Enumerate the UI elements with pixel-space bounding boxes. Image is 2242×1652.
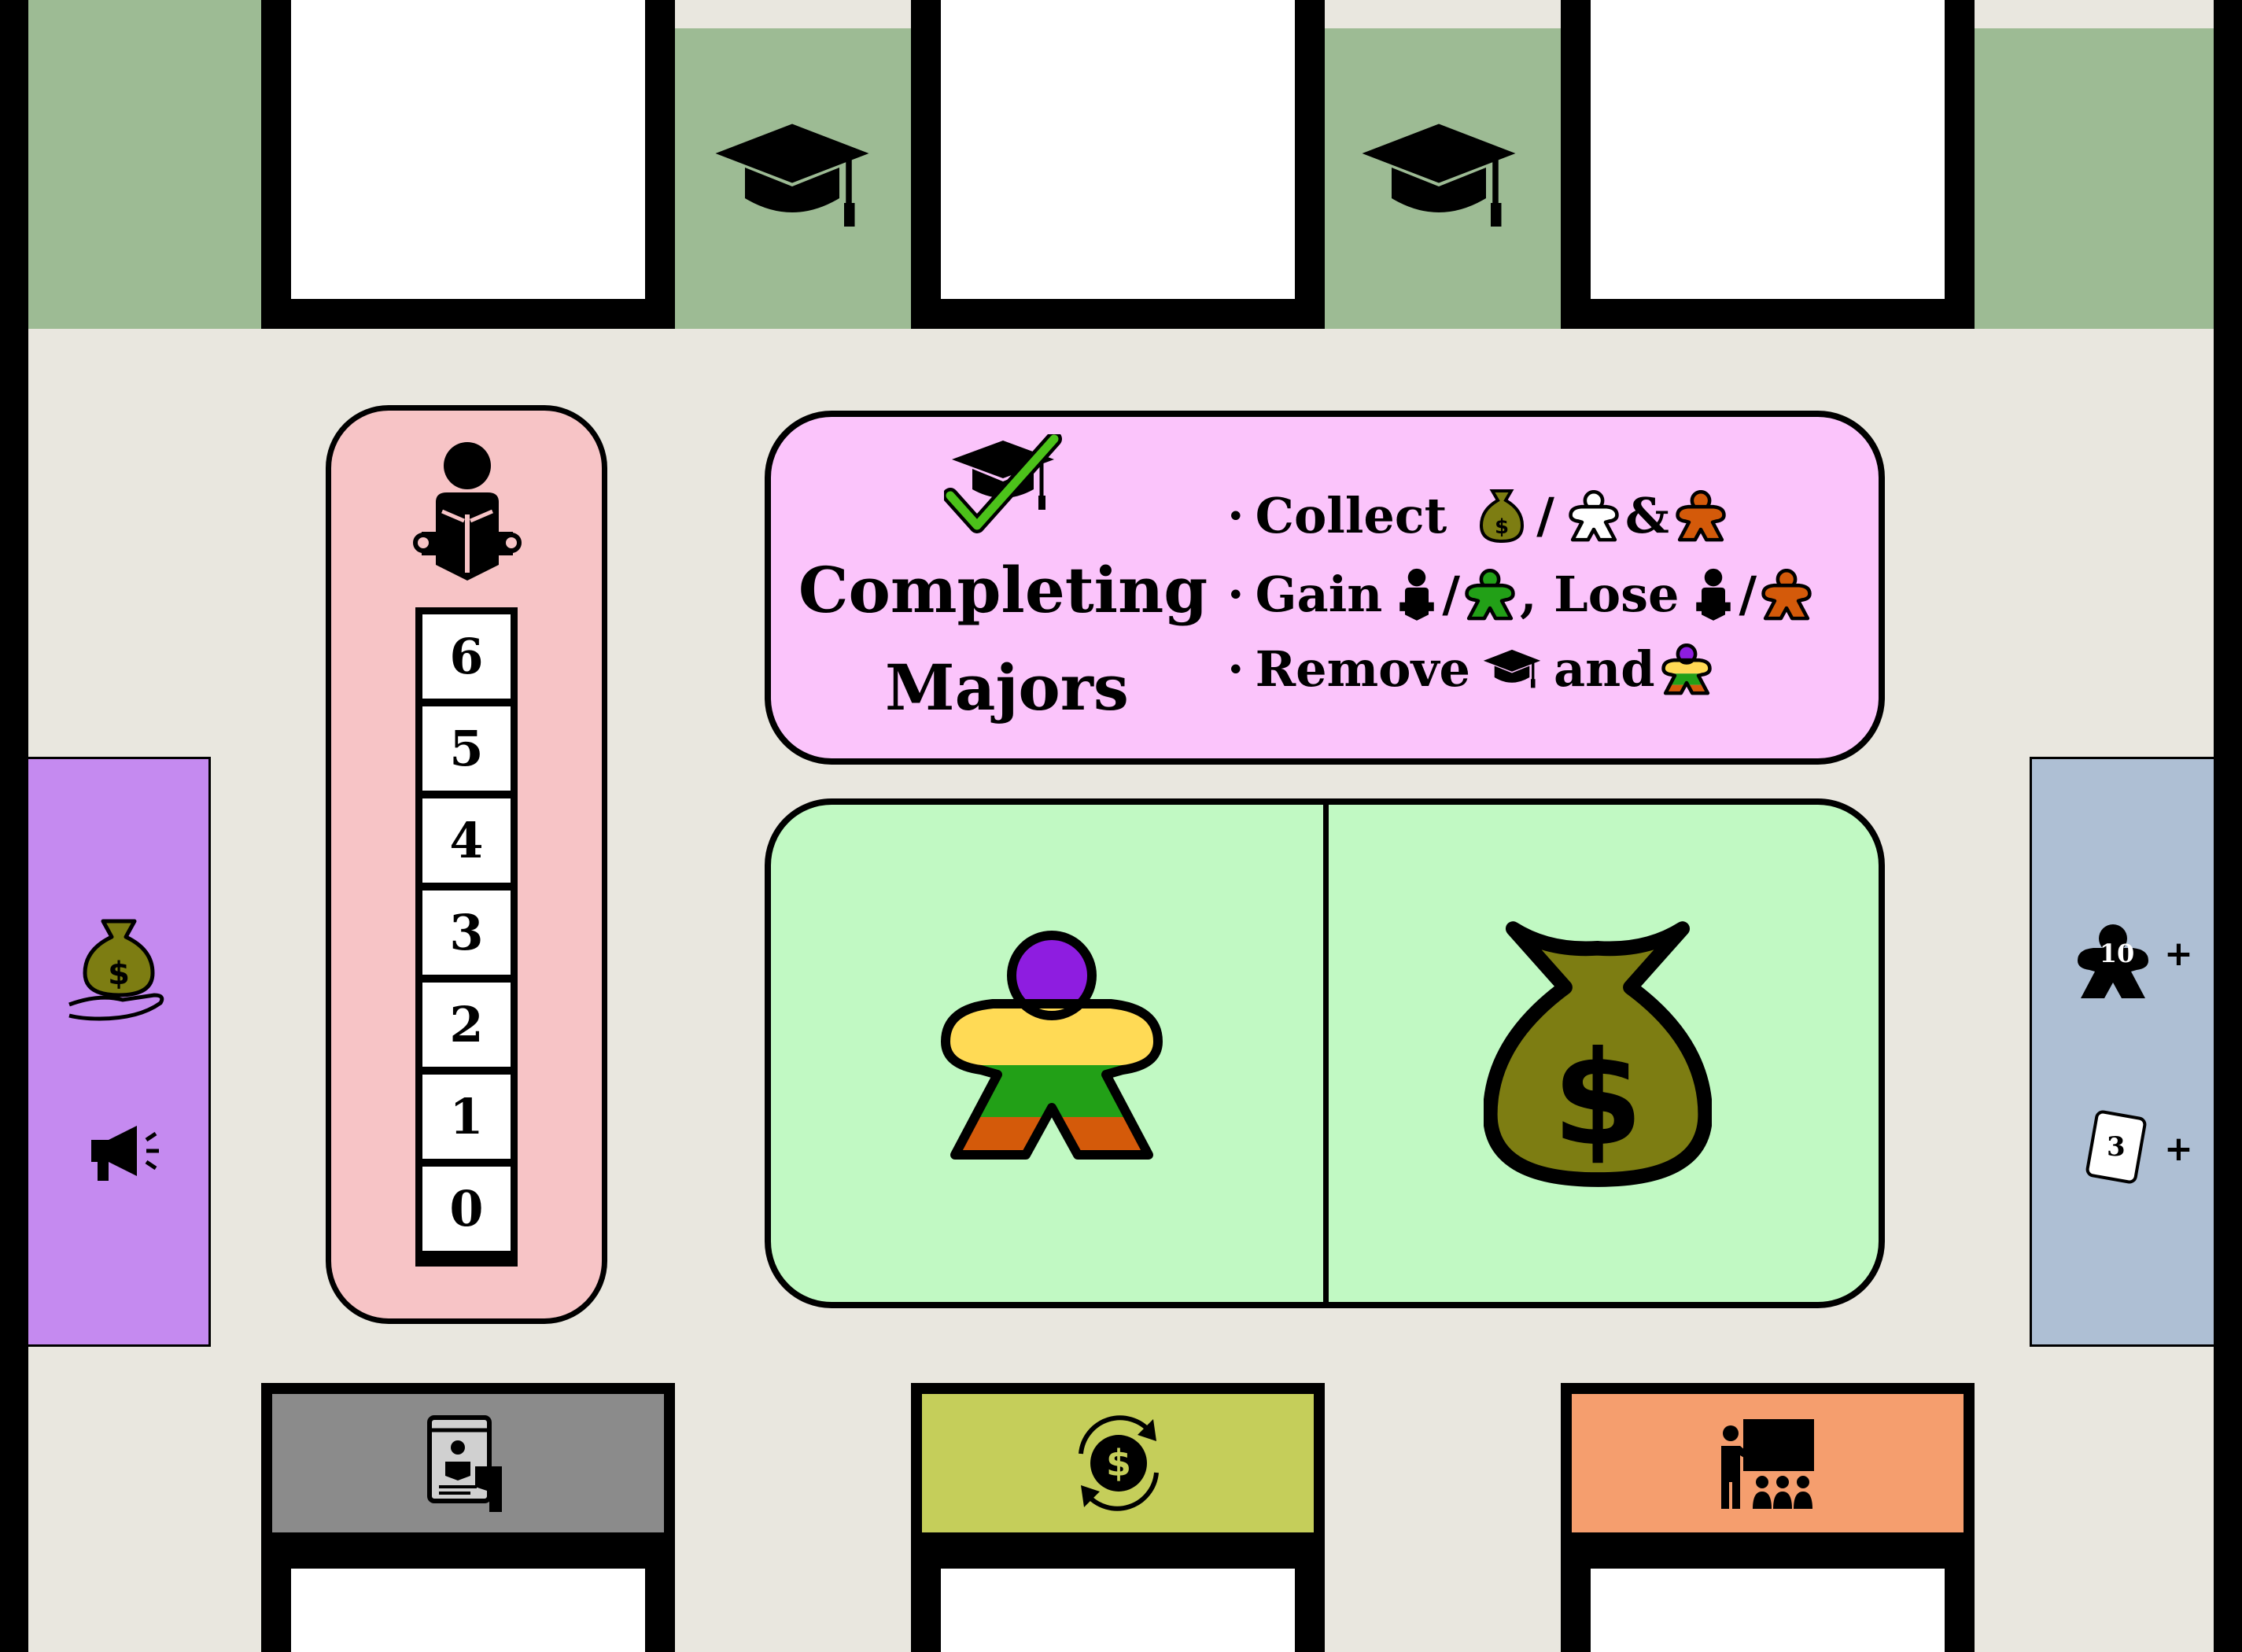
- rule-lose-label: , Lose: [1520, 566, 1680, 623]
- white-meeple-icon: [1569, 490, 1619, 542]
- top-space-major-1: [675, 28, 911, 329]
- card-title-line2: Majors: [885, 651, 1129, 725]
- bottom-slot-2[interactable]: [941, 1569, 1295, 1652]
- money-bag-icon: $: [1484, 921, 1712, 1187]
- track-cell-6[interactable]: 6: [422, 614, 511, 699]
- rule-and-label: and: [1554, 640, 1655, 698]
- money-in-hand-icon: $: [68, 919, 164, 1021]
- graduation-cap-icon: [715, 124, 869, 227]
- graduation-cap-icon: [1483, 649, 1541, 688]
- progress-track: 6 5 4 3 2 1 0: [415, 607, 518, 1267]
- orange-meeple-icon: [1761, 569, 1812, 621]
- rule-gain-lose: · Gain / , Lose /: [1227, 565, 1815, 625]
- rainbow-meeple-icon: [1661, 643, 1712, 695]
- bottom-slot-1[interactable]: [291, 1569, 645, 1652]
- student-reading-icon: [1696, 568, 1731, 621]
- megaphone-icon: [91, 1126, 159, 1181]
- meeple-counter-icon: [2078, 924, 2148, 998]
- graduation-cap-icon: [1362, 124, 1516, 227]
- bottom-action-exchange[interactable]: $: [922, 1394, 1314, 1532]
- meeple-count: 10: [2099, 938, 2135, 968]
- top-space-1: [28, 0, 261, 329]
- track-cell-4[interactable]: 4: [422, 798, 511, 883]
- track-cell-2[interactable]: 2: [422, 983, 511, 1067]
- teacher-classroom-icon: [1721, 1419, 1814, 1509]
- rule-collect-label: Collect: [1255, 487, 1447, 544]
- reading-profile-icon: [427, 1415, 502, 1512]
- rule-bullet: ·: [1227, 487, 1245, 544]
- track-cell-3[interactable]: 3: [422, 891, 511, 975]
- bottom-slot-3[interactable]: [1591, 1569, 1945, 1652]
- card-icon: 3: [2085, 1108, 2148, 1186]
- bottom-action-study[interactable]: [272, 1394, 664, 1532]
- top-space-major-2: [1325, 28, 1561, 329]
- track-cell-1[interactable]: 1: [422, 1075, 511, 1159]
- top-space-end: [1975, 28, 2214, 329]
- money-exchange-icon: $: [1079, 1415, 1159, 1511]
- rule-and: &: [1624, 487, 1669, 544]
- rule-collect: · Collect $ / &: [1227, 488, 1729, 544]
- rule-sep: /: [1536, 487, 1554, 544]
- meeple-plus: +: [2164, 934, 2193, 974]
- completing-majors-card: [765, 411, 1885, 765]
- rule-sep: /: [1739, 566, 1757, 623]
- card-title-line1: Completing: [798, 553, 1208, 627]
- green-meeple-icon: [1465, 569, 1515, 621]
- bottom-action-teach[interactable]: [1572, 1394, 1964, 1532]
- left-side-panel: $: [28, 757, 211, 1347]
- graduation-check-icon: [944, 434, 1062, 533]
- rule-sep: /: [1442, 566, 1461, 623]
- card-plus: +: [2164, 1129, 2193, 1169]
- rule-remove: · Remove and: [1227, 643, 1715, 695]
- student-reading-icon: [413, 442, 522, 581]
- money-bag-icon: $: [1480, 489, 1525, 544]
- track-cell-0[interactable]: 0: [422, 1167, 511, 1251]
- track-cell-5[interactable]: 5: [422, 706, 511, 791]
- svg-text:$: $: [1106, 1442, 1131, 1484]
- rule-gain-label: Gain: [1255, 566, 1383, 623]
- orange-meeple-icon: [1676, 490, 1726, 542]
- rule-bullet: ·: [1227, 640, 1245, 698]
- right-side-panel: 10 + 3 +: [2030, 757, 2214, 1347]
- card-count: 3: [2107, 1130, 2126, 1163]
- student-reading-icon: [1399, 568, 1435, 621]
- rainbow-meeple-icon: [941, 931, 1163, 1160]
- top-slot-3[interactable]: [1591, 0, 1945, 299]
- svg-text:$: $: [1495, 515, 1509, 539]
- svg-text:$: $: [1552, 1023, 1643, 1175]
- rule-bullet: ·: [1227, 566, 1245, 623]
- top-slot-2[interactable]: [941, 0, 1295, 299]
- rule-remove-label: Remove: [1255, 640, 1470, 698]
- svg-text:$: $: [108, 956, 130, 992]
- top-slot-1[interactable]: [291, 0, 645, 299]
- action-divider: [1323, 802, 1329, 1306]
